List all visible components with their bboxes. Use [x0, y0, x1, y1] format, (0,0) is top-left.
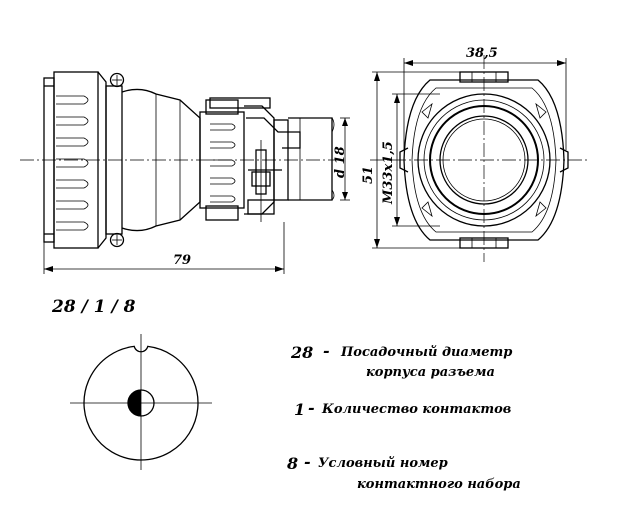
- gland-groove: [210, 177, 236, 185]
- legend-num-1: 28: [290, 343, 313, 362]
- front-outer-ring: [403, 79, 565, 241]
- contact-pin-fill: [128, 390, 141, 416]
- front-ring-1: [417, 93, 551, 227]
- nut-groove: [56, 158, 89, 168]
- nut-groove: [56, 200, 89, 210]
- code-label: 28 / 1 / 8: [51, 297, 136, 317]
- nut-groove: [56, 116, 89, 126]
- front-ring-2: [429, 105, 539, 215]
- housing-outline: [83, 345, 199, 461]
- contact-schematic: [70, 334, 212, 470]
- flange: [105, 72, 125, 248]
- dim-51: 51: [361, 71, 460, 249]
- legend-num-2: 1: [294, 400, 305, 419]
- screw-bottom-icon: [109, 232, 125, 248]
- dim-79: 79: [43, 222, 285, 274]
- legend-dash-2: -: [308, 398, 315, 417]
- label-38-5: 38,5: [466, 46, 498, 61]
- legend-line2-1: корпуса разъема: [366, 365, 495, 380]
- legend-dash-3: -: [304, 452, 311, 471]
- cable: [273, 117, 335, 201]
- label-51: 51: [361, 166, 376, 184]
- legend-line2-3: контактного набора: [357, 477, 521, 492]
- gland-grooves: [210, 123, 236, 203]
- front-ring-3: [439, 115, 529, 205]
- dim-thread: M33x1,5: [381, 93, 440, 227]
- front-bottom-tab: [459, 237, 509, 249]
- dim-38-5: 38,5: [403, 46, 567, 150]
- nut-groove: [56, 221, 89, 231]
- screw-top-icon: [109, 72, 125, 88]
- label-d18: d 18: [333, 146, 348, 178]
- gland-groove: [210, 123, 236, 131]
- label-thread: M33x1,5: [381, 141, 396, 205]
- front-top-tab: [459, 71, 509, 83]
- legend-item-3: 8 - Условный номер контактного набора: [286, 452, 521, 492]
- legend-item-2: 1 - Количество контактов: [294, 398, 511, 419]
- cable-gland: [199, 97, 301, 222]
- legend-line1-1: Посадочный диаметр: [340, 345, 512, 360]
- dim-d18: d 18: [333, 117, 350, 201]
- legend-num-3: 8: [286, 454, 298, 473]
- legend-line1-3: Условный номер: [318, 456, 448, 471]
- nut-groove: [56, 179, 89, 189]
- gland-groove: [210, 141, 236, 149]
- legend-item-1: 28 - Посадочный диаметр корпуса разъема: [290, 341, 512, 380]
- nut-groove: [56, 95, 89, 105]
- legend: 28 - Посадочный диаметр корпуса разъема …: [286, 341, 521, 492]
- nut-groove: [56, 137, 89, 147]
- front-view: 38,5 51 M33x1,5: [361, 46, 590, 262]
- legend-dash-1: -: [323, 341, 330, 360]
- gland-groove: [210, 195, 236, 203]
- label-79: 79: [173, 253, 191, 268]
- side-view: d 18 79: [20, 71, 350, 274]
- gland-groove: [210, 159, 236, 167]
- legend-line1-2: Количество контактов: [321, 402, 511, 417]
- nut-grooves: [56, 95, 89, 231]
